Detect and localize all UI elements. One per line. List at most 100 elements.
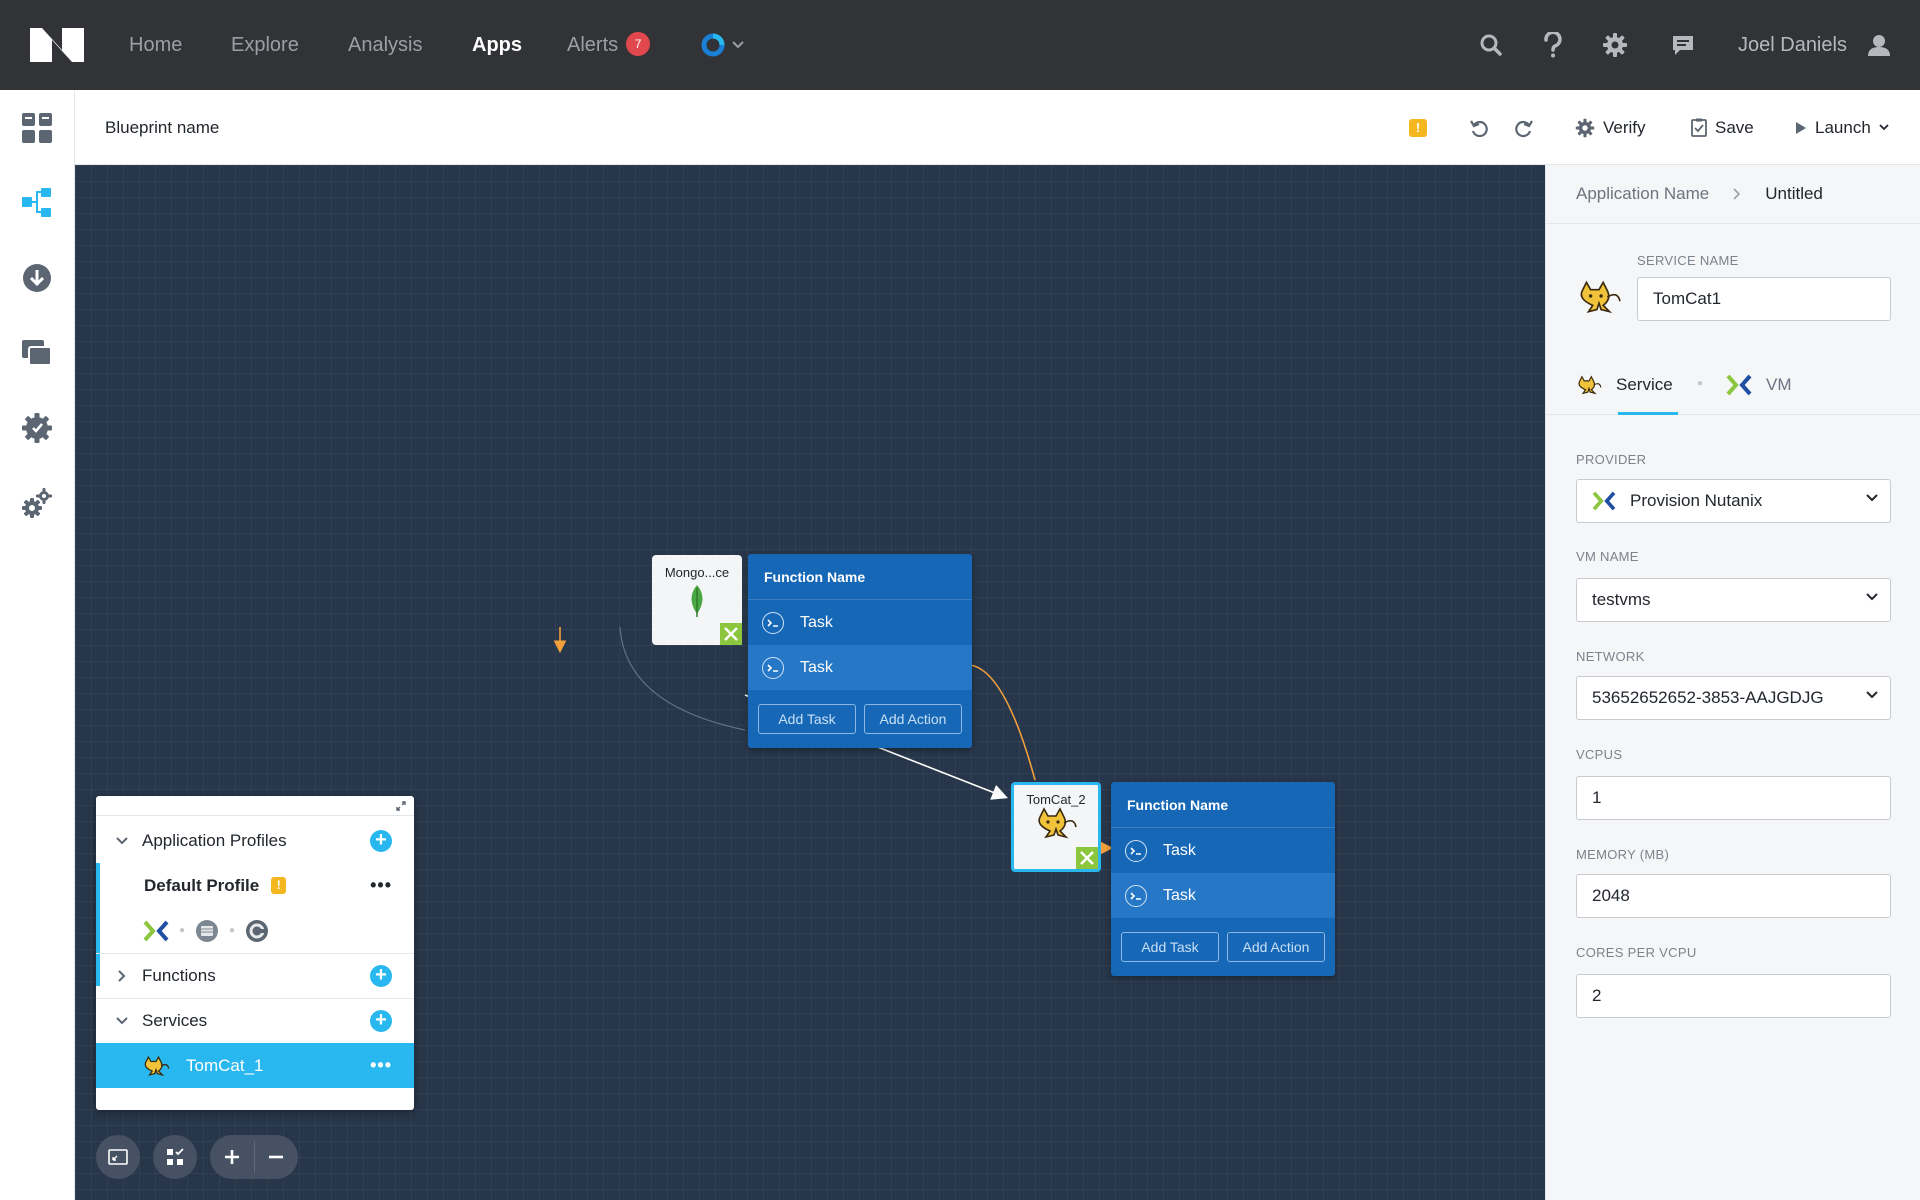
fit-to-screen-button[interactable] bbox=[96, 1135, 140, 1179]
chevron-down-icon bbox=[1866, 494, 1878, 502]
vm-name-value: testvms bbox=[1592, 590, 1651, 609]
service-item-tomcat[interactable]: TomCat_1 ••• bbox=[96, 1043, 414, 1088]
gear-icon[interactable] bbox=[1600, 30, 1630, 60]
chevron-down-icon bbox=[1866, 691, 1878, 699]
user-icon[interactable] bbox=[1864, 30, 1894, 60]
default-profile-label: Default Profile bbox=[144, 875, 260, 895]
add-action-button[interactable]: Add Action bbox=[1227, 932, 1325, 962]
task-connector bbox=[969, 664, 1036, 781]
status-dropdown[interactable] bbox=[697, 30, 747, 60]
function-title: Function Name bbox=[748, 554, 972, 600]
add-task-button[interactable]: Add Task bbox=[1121, 932, 1219, 962]
chat-icon[interactable] bbox=[1668, 30, 1698, 60]
task-label: Task bbox=[800, 613, 833, 631]
application-profiles-label: Application Profiles bbox=[142, 830, 287, 850]
save-button[interactable]: Save bbox=[1691, 90, 1754, 165]
add-action-button[interactable]: Add Action bbox=[864, 704, 962, 734]
launch-label: Launch bbox=[1815, 117, 1871, 137]
chevron-right-icon bbox=[1733, 188, 1741, 200]
undo-button[interactable] bbox=[1469, 90, 1489, 165]
service-name-input[interactable]: TomCat1 bbox=[1637, 277, 1891, 321]
user-name[interactable]: Joel Daniels bbox=[1738, 34, 1847, 56]
expand-icon[interactable] bbox=[396, 801, 406, 811]
layers-icon[interactable] bbox=[19, 335, 55, 371]
task-label: Task bbox=[1163, 886, 1196, 904]
service-node-tomcat[interactable]: TomCat_2 bbox=[1011, 782, 1101, 872]
terminal-icon bbox=[1125, 839, 1147, 862]
auto-layout-button[interactable] bbox=[153, 1135, 197, 1179]
nutanix-badge-icon bbox=[720, 623, 742, 645]
function-card[interactable]: Function Name Task Task Add Task Add Act… bbox=[1111, 782, 1335, 976]
zoom-out-button[interactable] bbox=[254, 1135, 298, 1179]
cores-per-vcpu-input[interactable]: 2 bbox=[1576, 974, 1891, 1018]
vm-name-select[interactable]: testvms bbox=[1576, 578, 1891, 622]
tab-vm[interactable]: VM bbox=[1726, 355, 1792, 415]
network-value: 53652652652-3853-AAJGDJG bbox=[1592, 688, 1824, 707]
blueprint-icon[interactable] bbox=[19, 185, 55, 221]
nav-home[interactable]: Home bbox=[129, 34, 183, 56]
services-label: Services bbox=[142, 1011, 208, 1030]
service-node-mongo[interactable]: Mongo...ce bbox=[652, 555, 742, 645]
save-label: Save bbox=[1715, 117, 1754, 137]
services-row[interactable]: Services + bbox=[96, 998, 414, 1043]
dashboard-icon[interactable] bbox=[19, 110, 55, 146]
nav-explore[interactable]: Explore bbox=[231, 34, 299, 56]
functions-row[interactable]: Functions + bbox=[96, 953, 414, 998]
gears-icon[interactable] bbox=[19, 485, 55, 521]
add-profile-button[interactable]: + bbox=[370, 829, 392, 852]
service-vm-tabs: Service ● VM bbox=[1546, 355, 1920, 415]
function-card[interactable]: Function Name Task Task Add Task Add Act… bbox=[748, 554, 972, 748]
service-more-button[interactable]: ••• bbox=[370, 1055, 392, 1075]
tab-service[interactable]: Service bbox=[1576, 355, 1673, 415]
default-profile-row[interactable]: Default Profile ! ••• bbox=[96, 863, 414, 908]
gear-badge-icon[interactable] bbox=[19, 410, 55, 446]
fit-screen-icon bbox=[108, 1149, 128, 1165]
breadcrumb-root[interactable]: Application Name bbox=[1576, 184, 1710, 203]
provider-select[interactable]: Provision Nutanix bbox=[1576, 479, 1891, 523]
redo-button[interactable] bbox=[1514, 90, 1534, 165]
blueprint-name[interactable]: Blueprint name bbox=[105, 118, 220, 137]
search-icon[interactable] bbox=[1476, 30, 1506, 60]
help-icon[interactable] bbox=[1538, 30, 1568, 60]
zoom-in-button[interactable] bbox=[210, 1135, 254, 1179]
task-item[interactable]: Task bbox=[748, 600, 972, 645]
application-profiles-row[interactable]: Application Profiles + bbox=[96, 818, 414, 863]
task-label: Task bbox=[1163, 841, 1196, 859]
nutanix-logo[interactable] bbox=[28, 26, 86, 64]
gcp-icon bbox=[246, 919, 269, 942]
profile-more-button[interactable]: ••• bbox=[370, 875, 392, 895]
vcpus-label: VCPUS bbox=[1576, 747, 1623, 762]
vcpus-input[interactable]: 1 bbox=[1576, 776, 1891, 820]
nav-apps[interactable]: Apps bbox=[472, 34, 522, 56]
chevron-down-icon bbox=[116, 1017, 128, 1025]
warning-indicator[interactable]: ! bbox=[1409, 90, 1427, 165]
tab-service-label: Service bbox=[1616, 375, 1673, 394]
chevron-down-icon bbox=[1879, 124, 1889, 131]
task-item[interactable]: Task bbox=[748, 645, 972, 690]
terminal-icon bbox=[762, 611, 784, 634]
network-select[interactable]: 53652652652-3853-AAJGDJG bbox=[1576, 676, 1891, 720]
add-function-button[interactable]: + bbox=[370, 965, 392, 987]
launch-button[interactable]: Launch bbox=[1795, 90, 1889, 165]
clipboard-check-icon bbox=[1691, 118, 1707, 137]
service-item-label: TomCat_1 bbox=[186, 1055, 264, 1075]
play-icon bbox=[1796, 121, 1806, 134]
chevron-right-icon bbox=[118, 970, 126, 982]
task-item[interactable]: Task bbox=[1111, 828, 1335, 873]
nav-analysis[interactable]: Analysis bbox=[348, 34, 423, 56]
status-ring-icon bbox=[701, 33, 725, 57]
function-title: Function Name bbox=[1111, 782, 1335, 828]
task-item[interactable]: Task bbox=[1111, 873, 1335, 918]
verify-button[interactable]: Verify bbox=[1575, 90, 1646, 165]
alerts-count-badge: 7 bbox=[626, 31, 651, 56]
blueprint-canvas[interactable]: Mongo...ce Function Name Task Task Add T… bbox=[75, 165, 1545, 1200]
blueprint-toolbar: Blueprint name ! Verify Save Launch bbox=[75, 90, 1920, 165]
download-icon[interactable] bbox=[19, 260, 55, 296]
add-service-button[interactable]: + bbox=[370, 1010, 392, 1032]
service-node-label: Mongo...ce bbox=[664, 565, 730, 580]
memory-input[interactable]: 2048 bbox=[1576, 874, 1891, 918]
add-task-button[interactable]: Add Task bbox=[758, 704, 856, 734]
service-name-label: SERVICE NAME bbox=[1637, 253, 1739, 268]
minus-icon bbox=[269, 1155, 283, 1159]
